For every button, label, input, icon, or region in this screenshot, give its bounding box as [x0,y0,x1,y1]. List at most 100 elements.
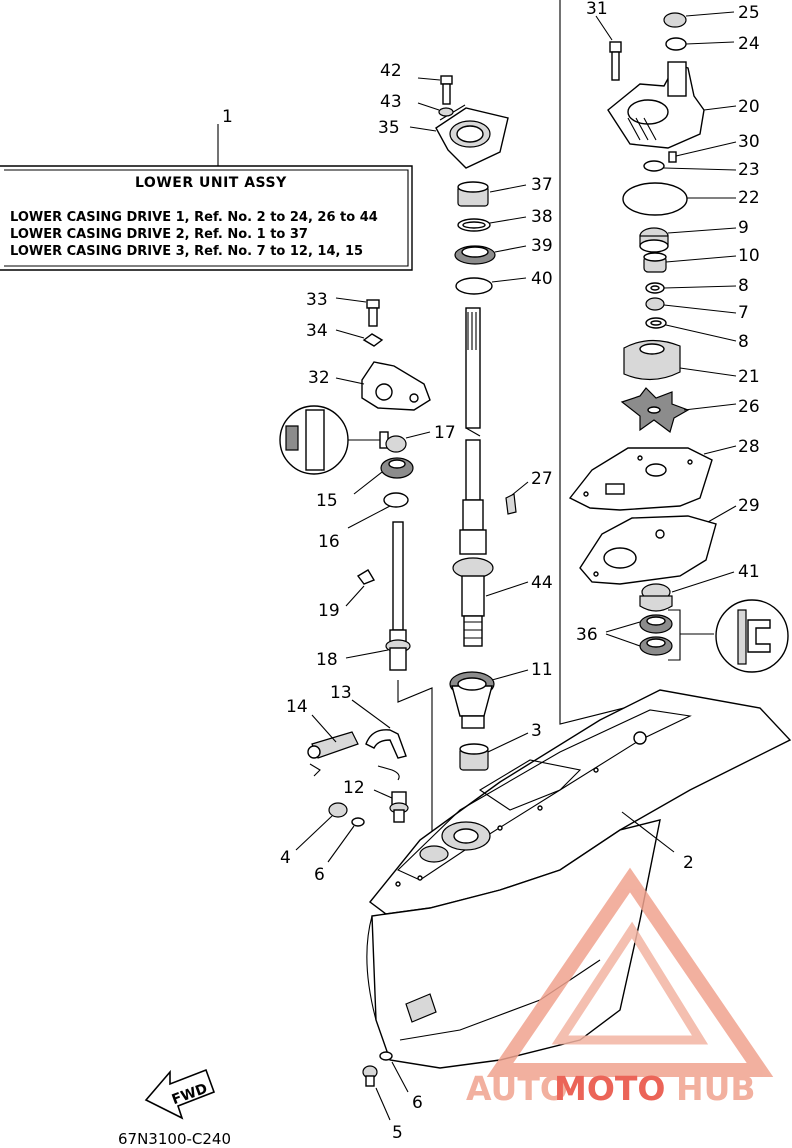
part-20-pump-housing [607,61,737,149]
part-33-bolt [335,297,380,327]
detail-circle-bushing [279,405,380,475]
label-25: 25 [738,3,760,23]
label-24: 24 [738,34,760,54]
label-10: 10 [738,246,760,266]
part-43-washer [417,102,454,117]
part-9-collar [639,227,737,253]
label-11: 11 [531,660,553,680]
label-35: 35 [378,118,400,138]
label-5: 5 [392,1123,403,1143]
part-17-bushing [379,431,431,453]
part-8a-washer [645,282,737,294]
part-32-cover [335,361,431,411]
label-14: 14 [286,697,308,717]
label-17: 17 [434,423,456,443]
part-29-gasket [579,505,737,585]
part-21-liner [623,339,737,381]
label-26: 26 [738,397,760,417]
label-19: 19 [318,601,340,621]
label-20: 20 [738,97,760,117]
label-37: 37 [531,175,553,195]
label-8a: 8 [738,276,749,296]
label-29: 29 [738,496,760,516]
label-34: 34 [306,321,328,341]
part-12-plug [373,789,409,823]
label-28: 28 [738,437,760,457]
label-30: 30 [738,132,760,152]
part-11-sleeve [449,669,529,729]
label-38: 38 [531,207,553,227]
label-22: 22 [738,188,760,208]
info-line-2: LOWER CASING DRIVE 2, Ref. No. 1 to 37 [10,227,308,242]
label-16: 16 [318,532,340,552]
label-44: 44 [531,573,553,593]
fwd-arrow: FWD [144,1068,216,1120]
label-23: 23 [738,160,760,180]
part-40-oring [455,277,527,295]
part-13-hose [351,699,407,759]
label-6a: 6 [314,865,325,885]
part-41-seal [639,571,735,612]
part-30-pin [668,141,737,163]
part-6b-washer [379,1051,409,1093]
part-10-collar [643,252,737,273]
part-22-gasket-ring [622,182,736,216]
part-37-seal [457,181,527,207]
label-43: 43 [380,92,402,112]
part-5-screw [362,1065,391,1121]
label-2: 2 [683,853,694,873]
label-40: 40 [531,269,553,289]
part-8b-washer [645,317,737,342]
part-6a-washer [327,817,365,863]
label-32: 32 [308,368,330,388]
label-3: 3 [531,721,542,741]
info-line-3: LOWER CASING DRIVE 3, Ref. No. 7 to 12, … [10,244,363,259]
label-13: 13 [330,683,352,703]
watermark-text-moto: MOTO [554,1069,665,1108]
part-15-retainer [353,457,414,495]
label-33: 33 [306,290,328,310]
label-21: 21 [738,367,760,387]
detail-circle-seal-lips [715,599,789,673]
info-line-1: LOWER CASING DRIVE 1, Ref. No. 2 to 24, … [10,210,378,225]
part-39-bearing [454,245,527,265]
part-42-bolt [417,75,453,105]
part-24-seal [665,37,735,51]
label-31: 31 [586,0,608,19]
label-7: 7 [738,303,749,323]
label-15: 15 [316,491,338,511]
label-9: 9 [738,218,749,238]
part-18-shift-rod [345,521,411,671]
label-18: 18 [316,650,338,670]
watermark-logo: AUTO MOTO HUB [466,867,774,1108]
part-26-impeller [620,387,737,434]
part-3-bearing [459,732,529,771]
label-27: 27 [531,469,553,489]
part-14-valve [307,714,359,777]
part-labels: 2 3 4 5 6 6 7 8 8 9 10 11 12 13 14 15 16… [280,0,760,1143]
label-6b: 6 [412,1093,423,1113]
part-4-screw [295,802,348,851]
label-39: 39 [531,236,553,256]
part-31-bolt [595,15,622,81]
part-23-oring [643,160,737,172]
part-16-oring [347,492,409,529]
part-28-plate [568,445,737,511]
part-44-driveshaft [452,307,529,647]
part-25-grommet [663,11,735,28]
part-38-shim [457,216,527,232]
part-27-key [505,481,529,515]
part-19-clip [345,569,376,607]
label-12: 12 [343,778,365,798]
watermark-text-auto: AUTO [466,1069,568,1108]
info-box-title: LOWER UNIT ASSY [135,175,287,191]
info-box: 1 LOWER UNIT ASSY LOWER CASING DRIVE 1, … [0,107,413,271]
part-2-lower-casing [366,689,792,1069]
part-7-washer [645,297,737,314]
label-42: 42 [380,61,402,81]
label-4: 4 [280,848,291,868]
small-clip-near-13 [377,765,400,781]
label-41: 41 [738,562,760,582]
label-36: 36 [576,625,598,645]
